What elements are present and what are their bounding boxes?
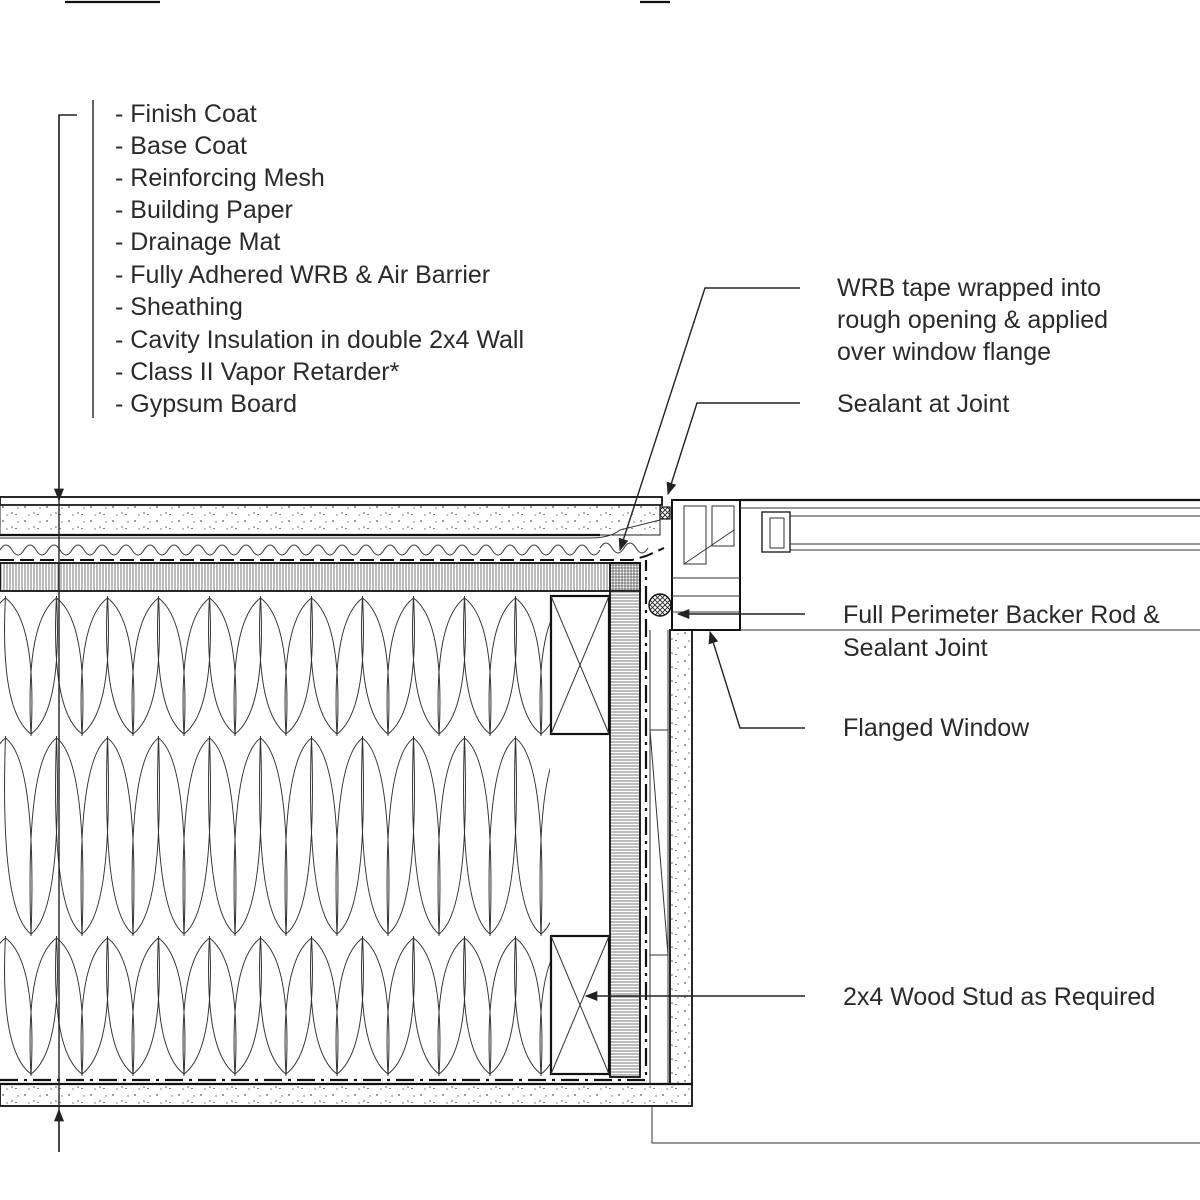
- callout-text: Full Perimeter Backer Rod &: [843, 601, 1160, 629]
- wood-stud-bottom: [549, 934, 611, 1076]
- layer-item: - Class II Vapor Retarder*: [115, 358, 400, 386]
- callout-flanged-window: Flanged Window: [843, 714, 1030, 742]
- cavity-insulation: [0, 593, 550, 1077]
- callout-wrb-tape: WRB tape wrapped into rough opening & ap…: [837, 274, 1108, 366]
- flanged-window-frame: [671, 498, 1200, 631]
- layer-item: - Fully Adhered WRB & Air Barrier: [115, 261, 490, 289]
- layer-item: - Reinforcing Mesh: [115, 164, 325, 192]
- callout-sealant-joint: Sealant at Joint: [837, 390, 1009, 418]
- callout-wood-stud: 2x4 Wood Stud as Required: [843, 983, 1155, 1011]
- sheathing-return: [609, 562, 641, 1078]
- vapor-retarder-line: [0, 560, 648, 1082]
- wood-stud-top: [549, 594, 611, 736]
- layer-item: - Building Paper: [115, 196, 293, 224]
- callout-backer-rod: Full Perimeter Backer Rod & Sealant Join…: [843, 601, 1160, 662]
- drainage-mat-layer: [0, 544, 601, 556]
- callout-text: over window flange: [837, 338, 1051, 366]
- backer-rod: [648, 593, 672, 617]
- layer-item: - Finish Coat: [115, 100, 257, 128]
- sealant-joint-top: [659, 506, 671, 520]
- callout-text: rough opening & applied: [837, 306, 1108, 334]
- layer-list: - Finish Coat - Base Coat - Reinforcing …: [115, 100, 524, 418]
- callout-text: Sealant Joint: [843, 634, 988, 662]
- building-paper-layer: [0, 519, 661, 539]
- layer-item: - Sheathing: [115, 293, 243, 321]
- layer-item: - Gypsum Board: [115, 390, 297, 418]
- gypsum-board-return: [669, 629, 693, 1085]
- base-coat-layer: [0, 504, 661, 536]
- layer-item: - Cavity Insulation in double 2x4 Wall: [115, 326, 524, 354]
- layer-item: - Base Coat: [115, 132, 247, 160]
- callout-text: WRB tape wrapped into: [837, 274, 1101, 302]
- finish-coat-layer: [0, 496, 663, 506]
- gypsum-board-bottom: [0, 1083, 693, 1107]
- layer-item: - Drainage Mat: [115, 228, 280, 256]
- wall-assembly: [0, 496, 693, 1107]
- sheathing-layer: [0, 562, 641, 592]
- leader-lines: [53, 100, 1200, 1152]
